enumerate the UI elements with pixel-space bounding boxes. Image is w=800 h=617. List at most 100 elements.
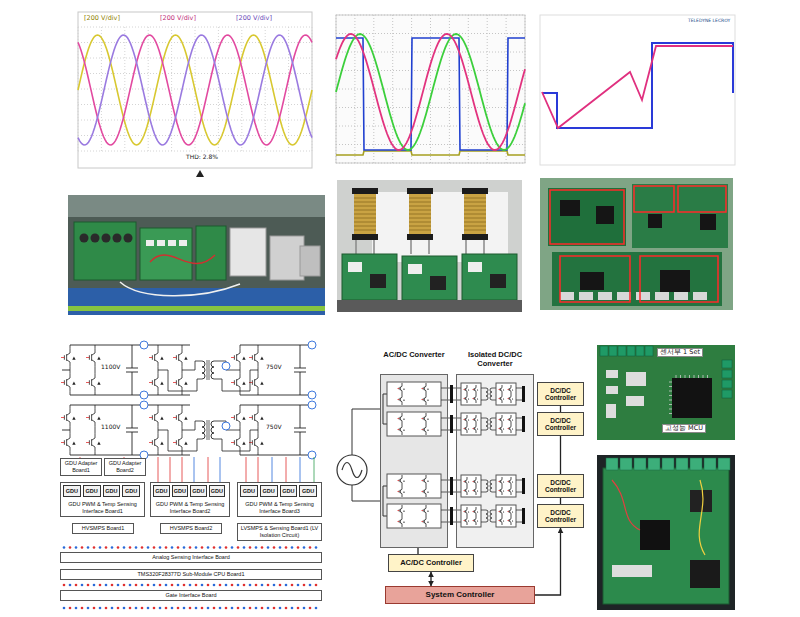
- interface-board: Analog Sensing Interface Board: [60, 552, 322, 563]
- signal-dot: [123, 584, 126, 587]
- wire: [214, 361, 258, 391]
- coil-turn: [354, 214, 376, 215]
- signal-dot: [291, 607, 294, 610]
- gate-wire: [149, 357, 152, 358]
- transformer-core: [207, 360, 209, 380]
- interface-board: GDUGDUGDUGDUGDU PWM & Temp Sensing Inter…: [60, 482, 145, 517]
- inductor-coil: [464, 194, 486, 234]
- controller-box: DC/DC Controller: [537, 382, 584, 406]
- node-label: GDU: [105, 488, 117, 495]
- grid-line: [218, 27, 219, 151]
- component: [168, 240, 176, 246]
- dc-link-capacitor: [450, 385, 453, 403]
- signal-dot: [99, 607, 102, 610]
- connector: [430, 572, 431, 586]
- signal-dot: [201, 607, 204, 610]
- gate-wire: [473, 490, 474, 491]
- diode: [477, 419, 478, 420]
- signal-dot: [225, 607, 228, 610]
- gate-wire: [61, 417, 64, 418]
- dc-link-capacitor: [450, 477, 453, 495]
- signal-dot: [273, 584, 276, 587]
- signal-wire: [286, 457, 287, 482]
- component: [179, 240, 187, 246]
- dc-link-capacitor: [450, 507, 453, 525]
- igbt-switch: [234, 409, 240, 427]
- node-label: AC/DC Controller: [400, 559, 462, 568]
- coil-turn: [464, 198, 486, 199]
- diode: [477, 490, 478, 491]
- signal-dot: [147, 546, 150, 549]
- signal-dot: [123, 546, 126, 549]
- chip: [690, 490, 712, 512]
- grid-line: [336, 15, 525, 16]
- terminal-block: [627, 346, 635, 356]
- igbt-switch: [509, 386, 511, 393]
- chip-pin: [669, 395, 672, 396]
- coil-turn: [464, 214, 486, 215]
- coil-turn: [409, 198, 431, 199]
- component: [606, 404, 616, 418]
- grid-line: [336, 89, 525, 90]
- sensor-symbol: [308, 341, 316, 349]
- signal-wire: [300, 457, 301, 482]
- diode: [503, 481, 504, 482]
- igbt-switch: [234, 434, 240, 452]
- chip-pin: [689, 375, 690, 378]
- connector: [617, 292, 631, 300]
- signal-dot: [219, 546, 222, 549]
- node-label: HVSMPS Board2: [170, 525, 213, 532]
- chip-pin: [680, 375, 681, 378]
- signal-dot: [219, 584, 222, 587]
- inductor-coil: [354, 194, 376, 234]
- signal-dot: [195, 584, 198, 587]
- sensor-symbol: [140, 391, 148, 399]
- signal-dot: [69, 546, 72, 549]
- gate-wire: [398, 429, 400, 430]
- wire: [511, 415, 512, 433]
- dc-rail: [70, 405, 190, 455]
- igbt-switch: [509, 508, 511, 515]
- signal-dot: [105, 584, 108, 587]
- gate-wire: [499, 520, 500, 521]
- wire: [402, 505, 403, 527]
- signal-dot: [177, 584, 180, 587]
- chip: [640, 520, 670, 550]
- igbt-switch: [234, 374, 240, 392]
- coil-turn: [354, 210, 376, 211]
- controller-box: DC/DC Controller: [537, 474, 584, 498]
- igbt-switch: [89, 434, 95, 452]
- bench: [337, 300, 522, 312]
- wire: [214, 421, 258, 451]
- signal-dot: [279, 607, 282, 610]
- component: [468, 262, 482, 272]
- transformer-winding: [202, 361, 205, 379]
- node-label: GDU PWM & Temp Sensing Interface Board3: [239, 501, 320, 514]
- converter-band: AC/DC Converter: [380, 350, 448, 548]
- signal-dot: [231, 607, 234, 610]
- coil-turn: [409, 206, 431, 207]
- signal-dot: [213, 546, 216, 549]
- wire: [481, 418, 486, 430]
- igbt-switch: [176, 374, 182, 392]
- scale-label: [200 V/div]: [84, 15, 120, 22]
- gate-wire: [422, 429, 424, 430]
- igbt-switch: [176, 409, 182, 427]
- coil-turn: [354, 202, 376, 203]
- component: [490, 274, 506, 288]
- signal-dot: [255, 607, 258, 610]
- wire: [502, 477, 503, 495]
- signal-dot: [105, 607, 108, 610]
- signal-wire: [258, 457, 259, 482]
- gdu-box: GDU: [190, 485, 207, 497]
- connector: [560, 436, 561, 474]
- signal-dot: [315, 607, 318, 610]
- signal-dot: [93, 607, 96, 610]
- igbt-switch: [474, 478, 476, 485]
- node-label: GDU: [174, 488, 186, 495]
- coil-turn: [464, 226, 486, 227]
- igbt-switch: [252, 409, 258, 427]
- gate-wire: [508, 511, 509, 512]
- diode: [242, 381, 245, 384]
- node-label: DC/DC Controller: [539, 417, 582, 432]
